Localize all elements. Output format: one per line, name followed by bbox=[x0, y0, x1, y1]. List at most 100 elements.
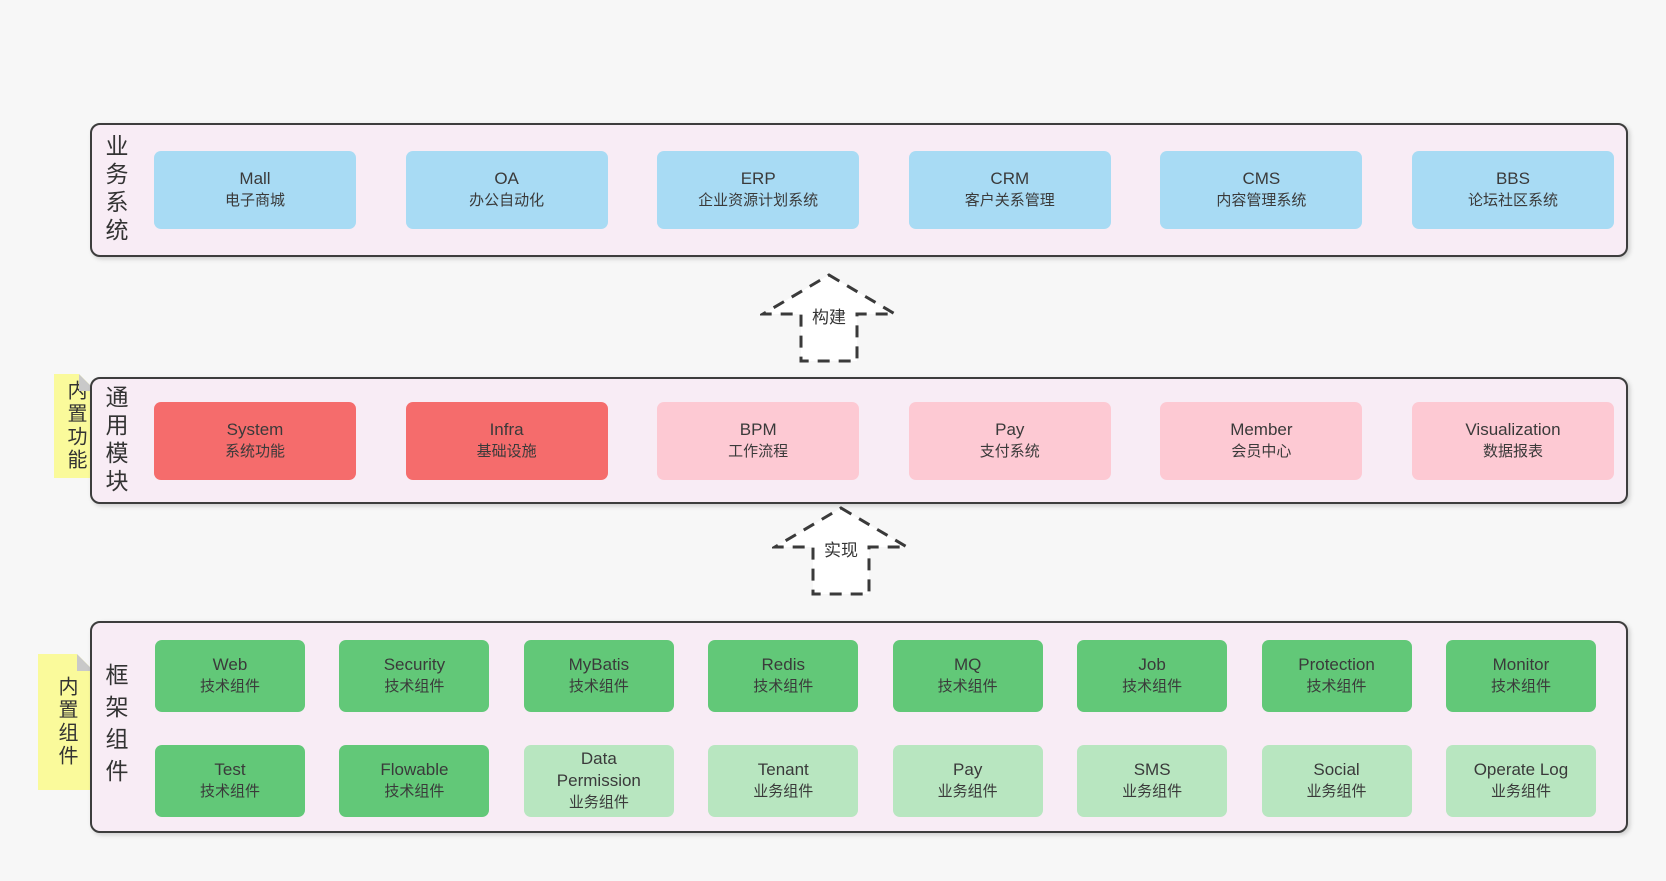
box-subtitle: 技术组件 bbox=[1306, 678, 1367, 695]
box-subtitle: 技术组件 bbox=[384, 783, 445, 800]
box-subtitle: 技术组件 bbox=[1490, 678, 1551, 695]
box-title: Social bbox=[1313, 760, 1360, 779]
box-crm: CRM 客户关系管理 bbox=[908, 151, 1111, 229]
box-subtitle: 技术组件 bbox=[937, 678, 998, 695]
box-bbs: BBS 论坛社区系统 bbox=[1411, 151, 1614, 229]
box-title: Mall bbox=[239, 169, 271, 188]
box-subtitle: 技术组件 bbox=[753, 678, 814, 695]
panel-modules-side-label: 通用模块 bbox=[102, 384, 128, 497]
box-member: Member 会员中心 bbox=[1160, 401, 1363, 480]
box-tenant: Tenant 业务组件 bbox=[708, 745, 859, 817]
box-subtitle: 内容管理系统 bbox=[1216, 192, 1307, 209]
box-title: Job bbox=[1138, 655, 1166, 674]
box-title: Flowable bbox=[380, 760, 449, 779]
panel-common-modules: 通用模块 System 系统功能 Infra 基础设施 BPM 工作流程 Pay… bbox=[90, 377, 1628, 504]
sticky-note-text: 内置组件 bbox=[55, 676, 77, 768]
box-subtitle: 业务组件 bbox=[568, 794, 629, 811]
box-title: Protection bbox=[1298, 655, 1375, 674]
box-operate-log: Operate Log 业务组件 bbox=[1445, 745, 1596, 817]
box-subtitle: 办公自动化 bbox=[469, 192, 545, 209]
box-subtitle: 技术组件 bbox=[199, 783, 260, 800]
components-box-row-2: Test 技术组件 Flowable 技术组件 Data Permission … bbox=[155, 745, 1596, 817]
box-title: MyBatis bbox=[568, 655, 630, 674]
box-mybatis: MyBatis 技术组件 bbox=[523, 640, 674, 712]
box-title: Data Permission bbox=[556, 749, 641, 790]
box-subtitle: 数据报表 bbox=[1482, 442, 1543, 460]
box-title: SMS bbox=[1133, 760, 1171, 779]
box-security: Security 技术组件 bbox=[339, 640, 490, 712]
box-mq: MQ 技术组件 bbox=[892, 640, 1043, 712]
box-title: BPM bbox=[739, 419, 777, 439]
box-protection: Protection 技术组件 bbox=[1261, 640, 1412, 712]
modules-box-row: System 系统功能 Infra 基础设施 BPM 工作流程 Pay 支付系统… bbox=[154, 379, 1614, 502]
box-job: Job 技术组件 bbox=[1077, 640, 1228, 712]
box-title: Security bbox=[383, 655, 446, 674]
panel-components-side-label: 框架组件 bbox=[102, 663, 128, 791]
box-title: Monitor bbox=[1492, 655, 1550, 674]
box-bpm: BPM 工作流程 bbox=[657, 401, 860, 480]
box-infra: Infra 基础设施 bbox=[405, 401, 608, 480]
box-title: OA bbox=[494, 169, 519, 188]
box-cms: CMS 内容管理系统 bbox=[1160, 151, 1363, 229]
arrow-build: 构建 bbox=[760, 272, 898, 364]
box-web: Web 技术组件 bbox=[155, 640, 305, 712]
box-title: MQ bbox=[953, 655, 982, 674]
box-title: Operate Log bbox=[1473, 760, 1569, 779]
box-subtitle: 会员中心 bbox=[1231, 442, 1292, 460]
box-pay: Pay 支付系统 bbox=[908, 401, 1111, 480]
box-title: Member bbox=[1230, 419, 1293, 439]
box-title: Infra bbox=[489, 419, 524, 439]
box-subtitle: 业务组件 bbox=[1306, 783, 1367, 800]
box-visualization: Visualization 数据报表 bbox=[1411, 401, 1614, 480]
box-subtitle: 支付系统 bbox=[979, 442, 1040, 460]
sticky-note-builtin-features: 内置功能 bbox=[54, 374, 96, 478]
box-subtitle: 系统功能 bbox=[224, 442, 285, 460]
box-title: Web bbox=[212, 655, 248, 674]
box-subtitle: 业务组件 bbox=[1122, 783, 1183, 800]
box-subtitle: 业务组件 bbox=[753, 783, 814, 800]
panel-business-side-label: 业务系统 bbox=[102, 134, 128, 246]
box-subtitle: 业务组件 bbox=[1490, 783, 1551, 800]
sticky-note-builtin-components: 内置组件 bbox=[38, 654, 94, 790]
box-oa: OA 办公自动化 bbox=[405, 151, 608, 229]
box-title: ERP bbox=[740, 169, 776, 188]
arrow-implement-label: 实现 bbox=[821, 536, 861, 561]
box-redis: Redis 技术组件 bbox=[708, 640, 859, 712]
box-subtitle: 电子商城 bbox=[224, 192, 285, 209]
arrow-implement: 实现 bbox=[772, 505, 910, 597]
box-data-permission: Data Permission 业务组件 bbox=[523, 745, 674, 817]
box-mall: Mall 电子商城 bbox=[154, 151, 356, 229]
panel-business-systems: 业务系统 Mall 电子商城 OA 办公自动化 ERP 企业资源计划系统 CRM… bbox=[90, 123, 1628, 257]
box-subtitle: 业务组件 bbox=[937, 783, 998, 800]
box-test: Test 技术组件 bbox=[155, 745, 305, 817]
box-title: Visualization bbox=[1465, 419, 1561, 439]
box-pay-business: Pay 业务组件 bbox=[892, 745, 1043, 817]
box-subtitle: 技术组件 bbox=[384, 678, 445, 695]
box-title: Pay bbox=[995, 419, 1025, 439]
box-title: Test bbox=[214, 760, 246, 779]
panel-framework-components: 框架组件 Web 技术组件 Security 技术组件 MyBatis 技术组件… bbox=[90, 621, 1628, 833]
box-title: Pay bbox=[953, 760, 983, 779]
box-system: System 系统功能 bbox=[154, 401, 356, 480]
business-box-row: Mall 电子商城 OA 办公自动化 ERP 企业资源计划系统 CRM 客户关系… bbox=[154, 125, 1614, 255]
box-subtitle: 技术组件 bbox=[199, 678, 260, 695]
box-title: Redis bbox=[761, 655, 805, 674]
arrow-build-label: 构建 bbox=[809, 303, 849, 328]
box-monitor: Monitor 技术组件 bbox=[1445, 640, 1596, 712]
box-subtitle: 论坛社区系统 bbox=[1467, 192, 1558, 209]
box-subtitle: 技术组件 bbox=[568, 678, 629, 695]
components-box-row-1: Web 技术组件 Security 技术组件 MyBatis 技术组件 Redi… bbox=[155, 640, 1596, 712]
sticky-note-text: 内置功能 bbox=[64, 380, 86, 472]
box-erp: ERP 企业资源计划系统 bbox=[657, 151, 860, 229]
box-title: System bbox=[226, 419, 284, 439]
box-title: Tenant bbox=[757, 760, 809, 779]
box-sms: SMS 业务组件 bbox=[1077, 745, 1228, 817]
box-flowable: Flowable 技术组件 bbox=[339, 745, 490, 817]
box-subtitle: 客户关系管理 bbox=[964, 192, 1055, 209]
box-subtitle: 技术组件 bbox=[1122, 678, 1183, 695]
box-title: BBS bbox=[1495, 169, 1530, 188]
box-title: CMS bbox=[1242, 169, 1281, 188]
box-subtitle: 企业资源计划系统 bbox=[698, 192, 819, 209]
box-subtitle: 基础设施 bbox=[476, 442, 537, 460]
